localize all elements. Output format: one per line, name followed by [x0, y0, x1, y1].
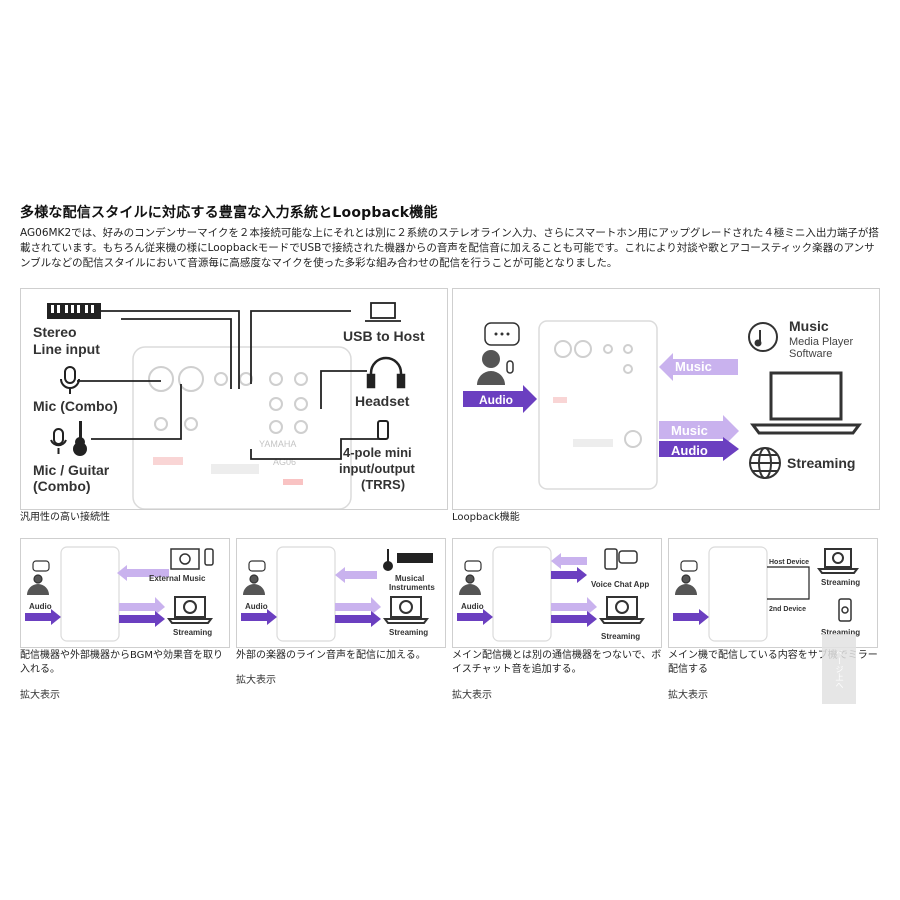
svg-text:Mic (Combo): Mic (Combo): [33, 398, 118, 414]
svg-text:Streaming: Streaming: [821, 628, 860, 637]
svg-text:Stereo: Stereo: [33, 324, 77, 340]
loopback-diagram-card: Audio Music Music Audio Music Media Play…: [452, 288, 880, 510]
zoom-link-2[interactable]: 拡大表示: [236, 675, 276, 686]
svg-text:Headset: Headset: [355, 393, 410, 409]
svg-text:Streaming: Streaming: [173, 628, 212, 637]
svg-text:Audio: Audio: [29, 602, 52, 611]
connection-diagram: YAMAHA AG06 Stereo Line input Mic (Combo…: [33, 302, 425, 510]
guitar-icon: [383, 549, 393, 571]
smartphone-icon: [377, 420, 389, 440]
keyboard-icon: [47, 303, 101, 319]
zoom-link-3[interactable]: 拡大表示: [452, 690, 492, 701]
svg-text:Audio: Audio: [479, 393, 513, 407]
connection-caption: 汎用性の高い接続性: [20, 512, 110, 523]
laptop-icon: [599, 596, 645, 624]
intro-text: AG06MK2では、好みのコンデンサーマイクを２本接続可能な上にそれとは別に２系…: [20, 227, 879, 269]
svg-text:YAMAHA: YAMAHA: [259, 439, 296, 449]
globe-icon: [749, 447, 781, 479]
svg-text:Audio: Audio: [245, 602, 268, 611]
laptop-icon: [167, 596, 213, 624]
music-in-arrow: [659, 353, 738, 381]
page-top-button[interactable]: ページ上へ: [822, 634, 856, 704]
svg-text:Musical: Musical: [395, 574, 424, 583]
use-case-card-3[interactable]: Audio Voice Chat App Streaming: [452, 538, 662, 648]
svg-text:Instruments: Instruments: [389, 583, 435, 592]
svg-text:Music: Music: [675, 359, 712, 374]
audio-arrow: [463, 385, 537, 413]
music-player-icon: [170, 548, 214, 570]
person-icon: [32, 560, 50, 584]
svg-text:(Combo): (Combo): [33, 478, 91, 494]
laptop-icon: [750, 371, 862, 435]
loopback-caption: Loopback機能: [452, 512, 520, 523]
svg-text:Audio: Audio: [461, 602, 484, 611]
laptop-icon: [365, 302, 401, 322]
output-arrow: [659, 415, 739, 461]
zoom-link-1[interactable]: 拡大表示: [20, 690, 60, 701]
use-case-card-1[interactable]: Audio External Music Streaming: [20, 538, 230, 648]
mixer-illustration: [538, 320, 658, 490]
svg-text:Music: Music: [789, 318, 829, 334]
svg-text:Voice Chat App: Voice Chat App: [591, 580, 649, 589]
svg-text:input/output: input/output: [339, 461, 415, 476]
use-case-caption-3: メイン配信機とは別の通信機器をつないで、ボイスチャット音を追加する。: [452, 650, 662, 675]
laptop-icon: [383, 596, 429, 624]
laptop-icon: [817, 548, 859, 574]
svg-text:Streaming: Streaming: [389, 628, 428, 637]
headset-icon: [366, 356, 406, 389]
cable-lines: [77, 310, 381, 460]
use-case-caption-2: 外部の楽器のライン音声を配信に加える。: [236, 650, 426, 661]
svg-text:(TRRS): (TRRS): [361, 477, 405, 492]
svg-text:Line input: Line input: [33, 341, 100, 357]
microphone-icon: [60, 366, 80, 394]
guitar-icon: [73, 421, 87, 456]
svg-text:2nd Device: 2nd Device: [769, 606, 806, 613]
svg-text:Streaming: Streaming: [821, 578, 860, 587]
svg-text:Streaming: Streaming: [787, 455, 855, 471]
connection-diagram-card: YAMAHA AG06 Stereo Line input Mic (Combo…: [20, 288, 448, 510]
smartphone-icon: [838, 598, 852, 622]
microphone-icon: [50, 428, 67, 454]
svg-text:Software: Software: [789, 348, 832, 360]
use-case-card-2[interactable]: Audio Musical Instruments Streaming: [236, 538, 446, 648]
use-case-card-4[interactable]: Host Device Streaming 2nd Device Streami…: [668, 538, 878, 648]
svg-text:External Music: External Music: [149, 574, 206, 583]
svg-text:Streaming: Streaming: [601, 632, 640, 641]
svg-text:Music: Music: [671, 423, 708, 438]
svg-text:USB to Host: USB to Host: [343, 328, 425, 344]
voice-chat-icon: [604, 548, 638, 570]
keyboard-icon: [397, 553, 433, 563]
svg-text:Mic / Guitar: Mic / Guitar: [33, 462, 110, 478]
use-case-caption-1: 配信機器や外部機器からBGMや効果音を取り入れる。: [20, 650, 224, 675]
svg-text:Host Device: Host Device: [769, 559, 809, 566]
svg-text:AG06: AG06: [273, 457, 296, 467]
svg-text:4-pole mini: 4-pole mini: [343, 445, 412, 460]
svg-text:Media Player: Media Player: [789, 336, 854, 348]
zoom-link-4[interactable]: 拡大表示: [668, 690, 708, 701]
loopback-diagram: Audio Music Music Audio Music Media Play…: [463, 318, 862, 490]
section-heading: 多様な配信スタイルに対応する豊富な入力系統とLoopback機能: [20, 205, 438, 221]
music-player-icon: [748, 322, 778, 352]
svg-text:Audio: Audio: [671, 443, 708, 458]
use-case-caption-4: メイン機で配信している内容をサブ機でミラー配信する: [668, 650, 878, 675]
mixer-illustration: YAMAHA AG06: [132, 346, 352, 510]
speaker-person-icon: [477, 322, 520, 385]
